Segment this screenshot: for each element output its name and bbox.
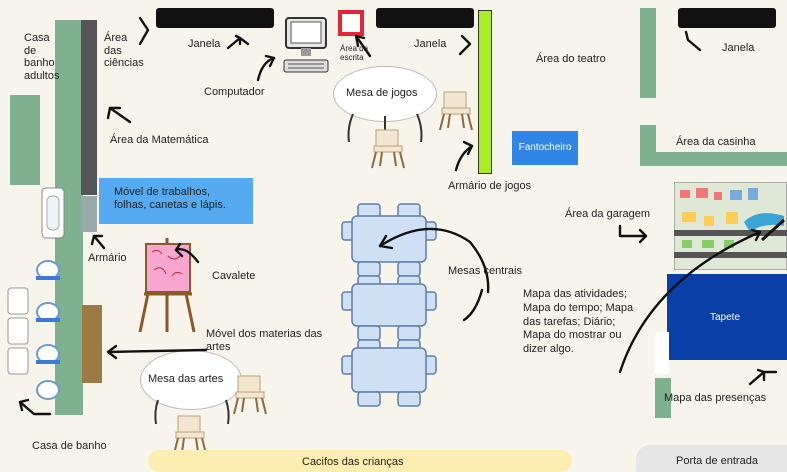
mesa-jogos-label: Mesa de jogos (346, 87, 418, 99)
movel-artes-label: Móvel dos materias das artes (206, 328, 323, 353)
mapa-presencas-label: Mapa das presenças (664, 392, 767, 404)
area-escrita-label: Área da escrita (340, 44, 369, 63)
armario-panel (81, 196, 97, 232)
casa-banho-label: Casa de banho (32, 440, 107, 452)
bottom-right-wall (655, 378, 671, 418)
mesa-artes-label: Mesa das artes (148, 373, 224, 385)
area-teatro-label: Área do teatro (536, 53, 606, 65)
mesas-centrais-label: Mesas centrais (448, 265, 522, 277)
area-matematica-label: Área da Matemática (110, 134, 209, 146)
chair-icon (439, 91, 473, 131)
math-area-panel (81, 20, 97, 195)
easel-icon (138, 238, 196, 333)
mapas-label: Mapa das atividades; Mapa do tempo; Mapa… (523, 288, 634, 355)
central-tables (341, 203, 437, 407)
window-3 (678, 8, 776, 28)
tapete-rug (667, 274, 787, 360)
computador-label: Computador (204, 86, 265, 98)
cavalete-label: Cavalete (212, 270, 256, 282)
armario-jogos-label: Armário de jogos (448, 180, 532, 192)
casa-banho-adultos-label: Casa de banho adultos (24, 32, 60, 82)
arts-materials-shelf (82, 305, 102, 383)
janela-label-2: Janela (414, 38, 447, 50)
fantocheiro-label: Fantocheiro (518, 142, 572, 154)
chair-icon (371, 129, 405, 169)
movel-trabalhos-label: Móvel de trabalhos, folhas, canetas e lá… (114, 186, 226, 211)
left-outer-wall (10, 95, 40, 185)
toilet-icon (36, 260, 60, 400)
chair-icon (173, 415, 207, 455)
urinal-icon (7, 287, 29, 375)
mapas-board (655, 332, 669, 374)
janela-label-1: Janela (188, 38, 221, 50)
area-casinha-label: Área da casinha (676, 136, 756, 148)
armario-label: Armário (88, 252, 127, 264)
area-garagem-label: Área da garagem (565, 208, 650, 220)
area-ciencias-label: Área das ciências (104, 32, 144, 70)
games-cabinet (478, 10, 492, 174)
casinha-wall-horizontal (640, 152, 787, 166)
computer-icon (283, 17, 329, 73)
janela-label-3: Janela (722, 42, 755, 54)
top-right-wall (640, 8, 656, 98)
porta-entrada-label: Porta de entrada (676, 455, 758, 467)
cacifos-lockers (148, 450, 572, 472)
arts-table-legs (154, 399, 230, 425)
window-1 (156, 8, 274, 28)
city-rug-icon (674, 182, 787, 270)
tapete-label: Tapete (710, 312, 741, 323)
sink-icon (41, 187, 65, 239)
games-table (333, 66, 437, 122)
cacifos-label: Cacifos das crianças (302, 456, 404, 468)
writing-area-marker (338, 10, 364, 36)
window-2 (376, 8, 474, 28)
work-materials-shelf (99, 178, 253, 224)
puppet-theater: Fantocheiro (512, 131, 578, 165)
entrance-door (636, 445, 787, 472)
chair-icon (233, 375, 267, 415)
